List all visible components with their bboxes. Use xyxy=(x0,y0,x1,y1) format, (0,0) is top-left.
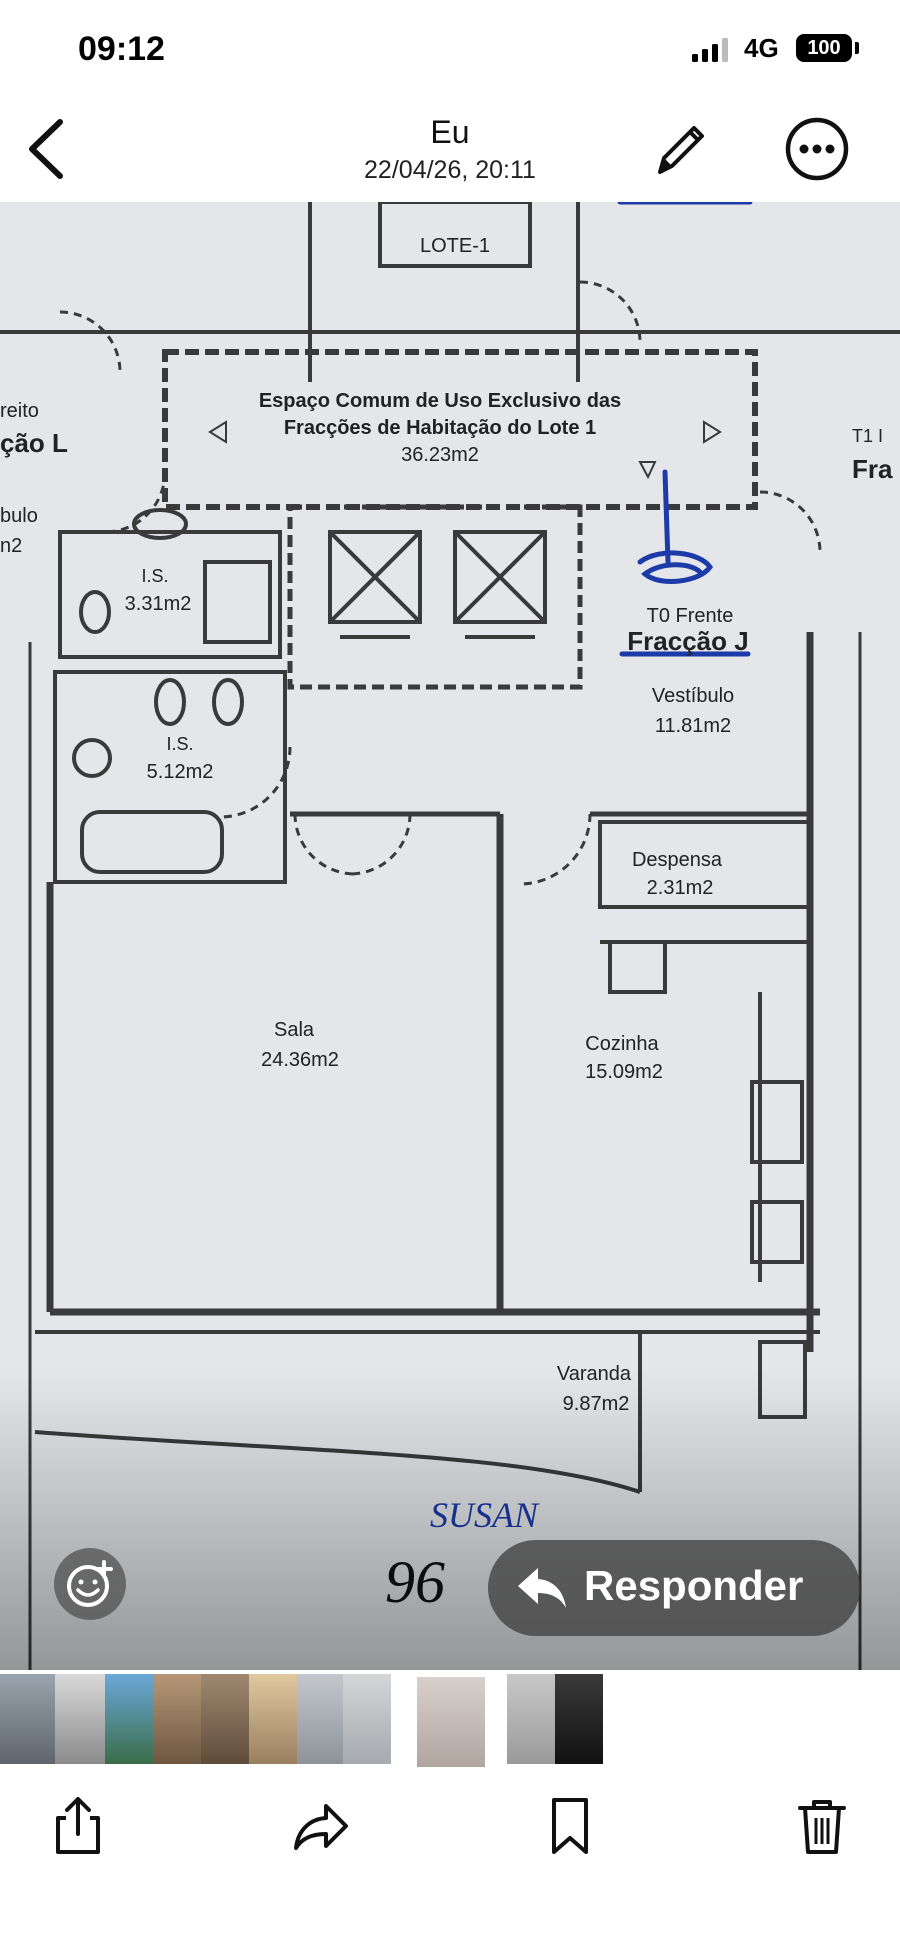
emoji-add-icon xyxy=(67,1560,113,1607)
signal-icon xyxy=(692,38,728,62)
thumbnail[interactable] xyxy=(414,1674,488,1770)
reply-arrow-icon xyxy=(518,1568,566,1608)
message-timestamp: 22/04/26, 20:11 xyxy=(364,156,536,184)
room-cozinha-area: 15.09m2 xyxy=(585,1061,663,1083)
thumbnail[interactable] xyxy=(55,1674,105,1764)
common-area-line1: Espaço Comum de Uso Exclusivo das xyxy=(259,390,621,412)
reply-label: Responder xyxy=(584,1562,804,1609)
right-partial-1: T1 I xyxy=(852,426,883,446)
photo-viewer[interactable]: LOTE-1 Espaço Comum de Uso Exclusivo das… xyxy=(0,202,900,1670)
ellipsis-circle-icon[interactable] xyxy=(784,116,850,182)
bookmark-icon[interactable] xyxy=(540,1794,600,1858)
thumbnail[interactable] xyxy=(201,1674,249,1764)
room-vestibulo-name: Vestíbulo xyxy=(652,685,734,707)
battery-tip xyxy=(855,42,859,54)
room-is2-area: 5.12m2 xyxy=(147,761,214,783)
forward-icon[interactable] xyxy=(292,1794,352,1858)
chevron-left-icon[interactable] xyxy=(18,114,78,184)
thumbnail[interactable] xyxy=(105,1674,153,1764)
unit-name: Fracção J xyxy=(627,626,748,656)
room-sala-name: Sala xyxy=(274,1019,315,1041)
room-is1-area: 3.31m2 xyxy=(125,593,192,615)
room-despensa-name: Despensa xyxy=(632,849,723,871)
room-is2-name: I.S. xyxy=(166,734,193,754)
common-area-line2: Fracções de Habitação do Lote 1 xyxy=(284,417,596,439)
room-sala-area: 24.36m2 xyxy=(261,1049,339,1071)
share-icon[interactable] xyxy=(48,1794,108,1858)
left-partial-4: n2 xyxy=(0,535,22,557)
status-time: 09:12 xyxy=(78,30,165,68)
right-partial-2: Fra xyxy=(852,454,893,484)
thumbnail[interactable] xyxy=(0,1674,55,1764)
unit-type: T0 Frente xyxy=(647,605,734,627)
reply-button[interactable]: Responder xyxy=(488,1540,860,1636)
battery-icon: 100 xyxy=(796,34,852,62)
battery-level: 100 xyxy=(807,37,841,59)
common-area-size: 36.23m2 xyxy=(401,444,479,466)
left-partial-2: ção L xyxy=(0,428,68,458)
handwritten-mark xyxy=(617,202,753,657)
thumbnail[interactable] xyxy=(507,1674,555,1764)
room-is1-name: I.S. xyxy=(141,566,168,586)
react-button[interactable] xyxy=(54,1548,126,1620)
room-vestibulo-area: 11.81m2 xyxy=(655,715,731,737)
room-varanda-name: Varanda xyxy=(557,1363,632,1385)
viewer-header: Eu 22/04/26, 20:11 xyxy=(0,100,900,202)
thumbnail-strip xyxy=(0,1670,900,1770)
floor-plan-image: LOTE-1 Espaço Comum de Uso Exclusivo das… xyxy=(0,202,900,1670)
handwriting-line1: SUSAN xyxy=(430,1495,540,1535)
thumbnail[interactable] xyxy=(153,1674,201,1764)
thumbnail[interactable] xyxy=(249,1674,297,1764)
left-partial-3: bulo xyxy=(0,505,38,527)
left-partial-1: reito xyxy=(0,400,39,422)
thumbnail[interactable] xyxy=(297,1674,343,1764)
status-bar: 09:12 4G 100 xyxy=(0,0,900,100)
network-type: 4G xyxy=(744,33,779,63)
room-cozinha-name: Cozinha xyxy=(585,1033,659,1055)
handwriting-line2: 96 xyxy=(385,1549,445,1615)
room-despensa-area: 2.31m2 xyxy=(647,877,714,899)
room-varanda-area: 9.87m2 xyxy=(563,1393,630,1415)
sender-name: Eu xyxy=(430,114,470,150)
trash-icon[interactable] xyxy=(792,1794,852,1858)
thumbnail[interactable] xyxy=(555,1674,603,1764)
lote-label: LOTE-1 xyxy=(420,235,490,257)
pencil-icon[interactable] xyxy=(650,116,710,180)
thumbnail[interactable] xyxy=(343,1674,391,1764)
bottom-toolbar xyxy=(0,1770,900,1948)
